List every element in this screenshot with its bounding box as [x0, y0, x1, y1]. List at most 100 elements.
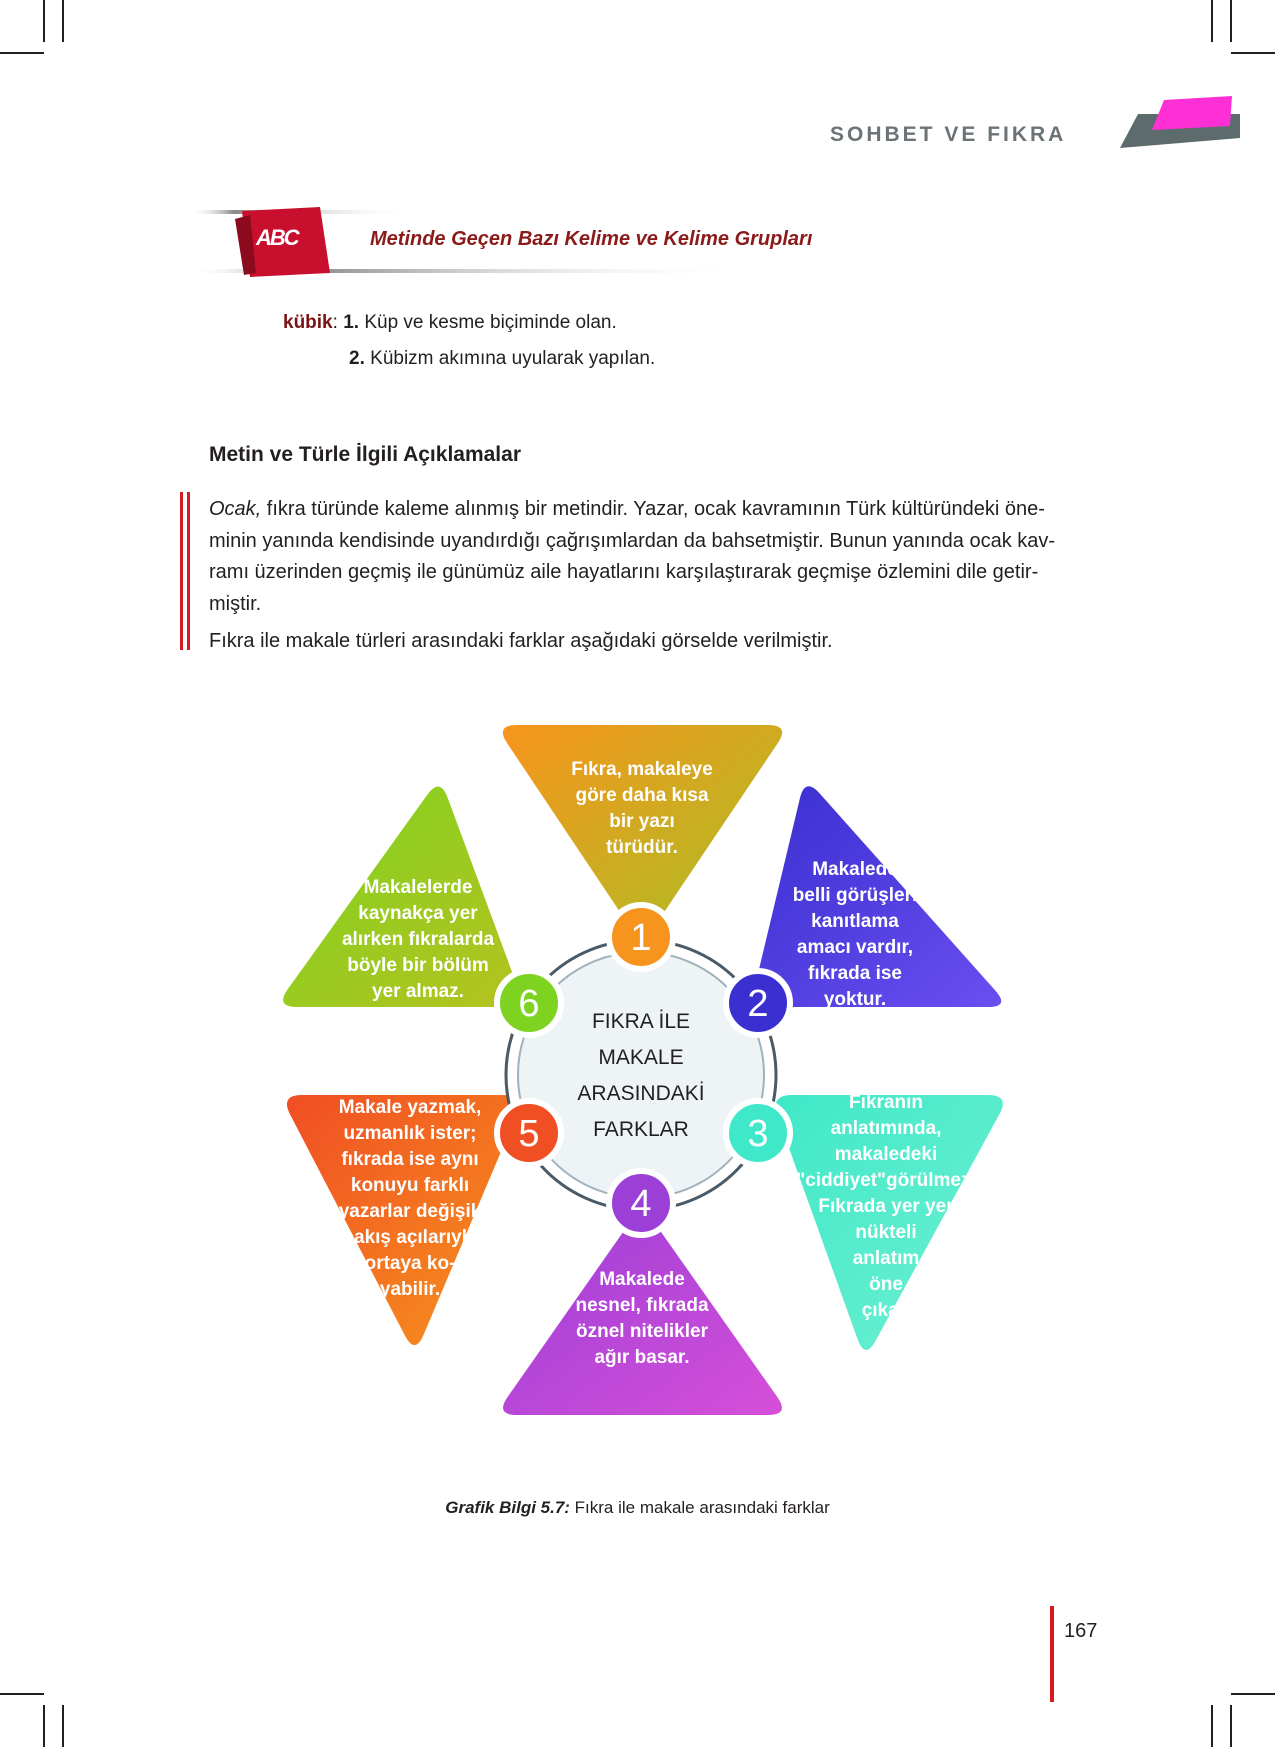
number-badge-3 [723, 1098, 793, 1168]
section-banner [190, 207, 750, 277]
difference-text-3: makaledeki [835, 1144, 937, 1165]
glossary-def-num: 1. [343, 312, 360, 333]
number-badge-label: 6 [518, 983, 539, 1025]
glossary-term-word: kübik [283, 312, 333, 333]
chapter-tab-graphic [1120, 96, 1240, 148]
difference-text-6: Makalelerde [364, 877, 473, 898]
crop-mark [1211, 0, 1213, 42]
number-badge-1 [606, 902, 676, 972]
crop-mark [62, 1705, 64, 1747]
figure-caption: Grafik Bilgi 5.7: Fıkra ile makale arası… [0, 1498, 1275, 1518]
paragraph-line: miştir. [209, 592, 262, 615]
glossary-term: kübik: 1. Küp ve kesme biçiminde olan. [283, 312, 617, 334]
glossary-definition: 2. Kübizm akımına uyularak yapılan. [349, 348, 655, 370]
difference-text-5: Makale yazmak, [339, 1097, 482, 1118]
number-badge-label: 3 [747, 1113, 768, 1155]
caption-text: Fıkra ile makale arasındaki farklar [569, 1498, 830, 1517]
difference-text-2: Makalede [812, 859, 898, 880]
difference-text-6: kaynakça yer [358, 903, 478, 924]
italic-title: Ocak, [209, 498, 262, 520]
difference-text-1: türüdür. [606, 837, 678, 858]
difference-triangle-3 [775, 1095, 1003, 1351]
abc-icon: ABC [256, 225, 300, 250]
number-badge-label: 5 [518, 1113, 539, 1155]
page-number: 167 [1064, 1620, 1098, 1642]
difference-text-5: uzmanlık ister; [343, 1123, 476, 1144]
difference-text-6: alırken fıkralarda [342, 929, 495, 950]
difference-text-5: yazarlar değişik [339, 1201, 482, 1222]
difference-text-2: kanıtlama [811, 911, 899, 932]
center-title-line: MAKALE [598, 1046, 683, 1069]
center-title-line: FARKLAR [593, 1118, 689, 1141]
paragraph-line: ramı üzerinden geçmiş ile günümüz aile h… [209, 561, 1039, 583]
difference-text-5: bakış açılarıyla [342, 1227, 478, 1248]
crop-mark [1231, 52, 1275, 54]
difference-text-3: Fıkranın [849, 1092, 923, 1113]
difference-triangle-1 [502, 725, 783, 936]
crop-mark [43, 0, 45, 42]
caption-label: Grafik Bilgi 5.7: [445, 1498, 570, 1517]
glossary-colon: : [332, 312, 338, 333]
number-badge-4 [606, 1168, 676, 1238]
red-margin-bar [187, 492, 190, 650]
difference-text-2: yoktur. [824, 989, 886, 1010]
red-margin-bar [180, 492, 183, 650]
number-badge-5 [494, 1098, 564, 1168]
difference-text-3: çıkar. [862, 1300, 911, 1321]
difference-text-6: yer almaz. [372, 981, 464, 1002]
difference-text-4: ağır basar. [594, 1347, 689, 1368]
difference-text-2: belli görüşleri [793, 885, 918, 906]
difference-text-3: Fıkrada yer yer [818, 1196, 954, 1217]
number-badge-label: 1 [630, 917, 651, 959]
difference-text-3: "ciddiyet"görülmez. [796, 1170, 976, 1191]
glossary-def-text: Küp ve kesme biçiminde olan. [364, 312, 617, 333]
crop-mark [1211, 1705, 1213, 1747]
difference-text-1: bir yazı [609, 811, 674, 832]
difference-text-5: fıkrada ise aynı [341, 1149, 478, 1170]
chapter-title: SOHBET VE FIKRA [830, 123, 1067, 146]
paragraph-2: Fıkra ile makale türleri arasındaki fark… [209, 630, 833, 652]
difference-text-4: Makalede [599, 1269, 685, 1290]
number-badge-6 [494, 968, 564, 1038]
paragraph-1: Ocak, fıkra türünde kaleme alınmış bir m… [209, 494, 1127, 620]
difference-text-2: fıkrada ise [808, 963, 902, 984]
difference-text-2: amacı vardır, [797, 937, 913, 958]
center-title-line: FIKRA İLE [592, 1010, 690, 1033]
paragraph-line: minin yanında kendisinde uyandırdığı çağ… [209, 529, 1056, 552]
crop-mark [0, 52, 44, 54]
difference-text-1: Fıkra, makaleye [571, 759, 713, 780]
number-badge-label: 4 [630, 1183, 651, 1225]
difference-text-3: nükteli [855, 1222, 916, 1243]
difference-text-3: öne [869, 1274, 903, 1295]
crop-mark [62, 0, 64, 42]
center-title-line: ARASINDAKİ [577, 1082, 704, 1105]
crop-mark [1230, 1705, 1232, 1747]
crop-mark [1231, 1693, 1275, 1695]
section-title: Metinde Geçen Bazı Kelime ve Kelime Grup… [370, 228, 813, 250]
crop-mark [43, 1705, 45, 1747]
glossary-def-text: Kübizm akımına uyularak yapılan. [370, 348, 656, 369]
page-number-bar [1050, 1606, 1054, 1702]
difference-triangle-2 [754, 786, 1002, 1007]
difference-text-3: anlatımında, [831, 1118, 942, 1139]
difference-text-1: göre daha kısa [575, 785, 708, 806]
difference-text-5: ortaya ko- [365, 1253, 456, 1274]
paragraph-line: Ocak, fıkra türünde kaleme alınmış bir m… [209, 494, 1127, 526]
difference-triangle-4 [503, 1214, 782, 1415]
glossary-def-num: 2. [349, 348, 365, 369]
difference-triangle-6 [283, 786, 520, 1007]
difference-text-6: böyle bir bölüm [347, 955, 488, 976]
difference-text-5: konuyu farklı [351, 1175, 469, 1196]
number-badge-label: 2 [747, 983, 768, 1025]
crop-mark [1230, 0, 1232, 42]
difference-text-5: yabilir. [380, 1279, 440, 1300]
explanations-heading: Metin ve Türle İlgili Açıklamalar [209, 443, 521, 466]
difference-text-4: öznel nitelikler [576, 1321, 709, 1342]
difference-triangle-5 [286, 1095, 519, 1346]
crop-mark [0, 1693, 44, 1695]
difference-text-3: anlatım [853, 1248, 920, 1269]
line-text: fıkra türünde kaleme alınmış bir metindi… [261, 498, 1045, 520]
number-badge-2 [723, 968, 793, 1038]
difference-text-4: nesnel, fıkrada [575, 1295, 708, 1316]
